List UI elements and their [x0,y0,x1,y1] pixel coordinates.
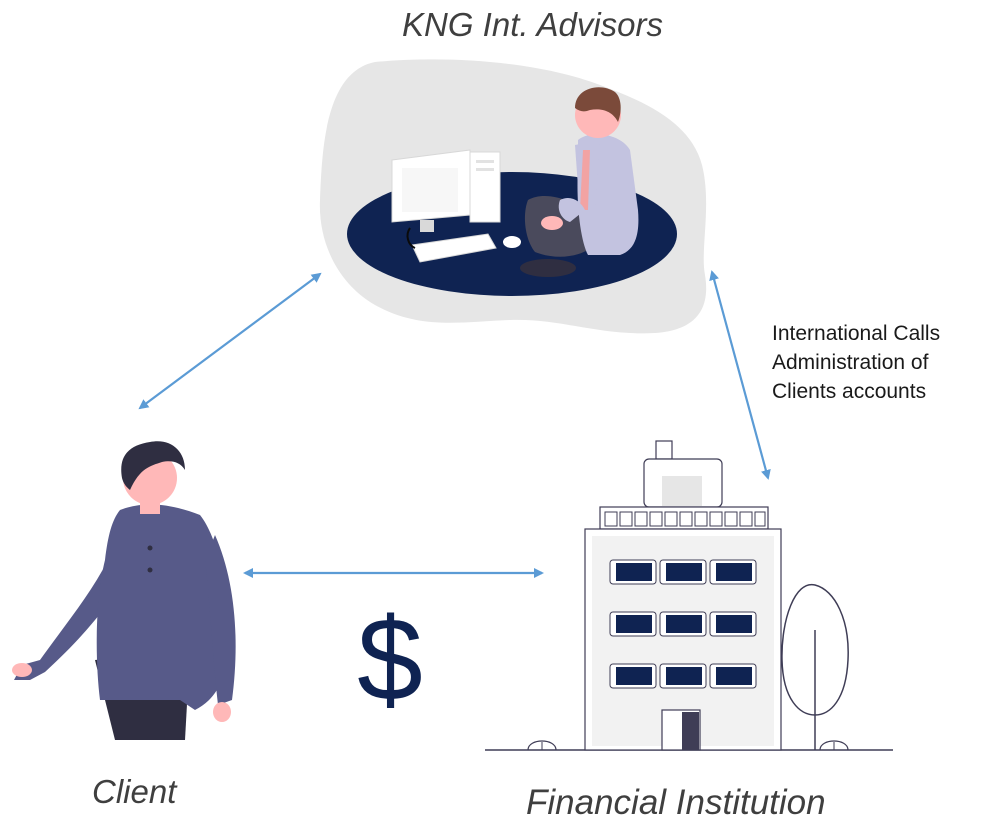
client-arm-left [14,560,118,680]
advisors-title: KNG Int. Advisors [402,6,664,43]
advisor-person-icon [520,87,639,277]
institution-illustration [485,440,893,751]
client-hair [121,441,185,490]
keyboard-icon [411,233,497,263]
client-illustration [12,441,236,740]
computer-tower-icon [469,151,501,223]
client-shirt [96,504,229,710]
arrow-advisors-institution [709,270,771,480]
dollar-symbol: $ [357,594,423,726]
note-line-2: Administration of [772,351,929,374]
note-line-3: Clients accounts [772,380,927,403]
advisor-illustration [319,59,707,334]
arrow-client-advisors [138,272,322,410]
client-arm-right [205,535,236,705]
institution-title: Financial Institution [526,783,826,822]
crown-windows [604,511,766,527]
client-title: Client [92,773,177,810]
advisors-institution-note: International Calls Administration of Cl… [772,319,940,406]
mouse-icon [503,236,521,248]
note-line-1: International Calls [772,322,941,345]
building-windows [609,559,757,689]
computer-monitor-icon [391,149,471,232]
